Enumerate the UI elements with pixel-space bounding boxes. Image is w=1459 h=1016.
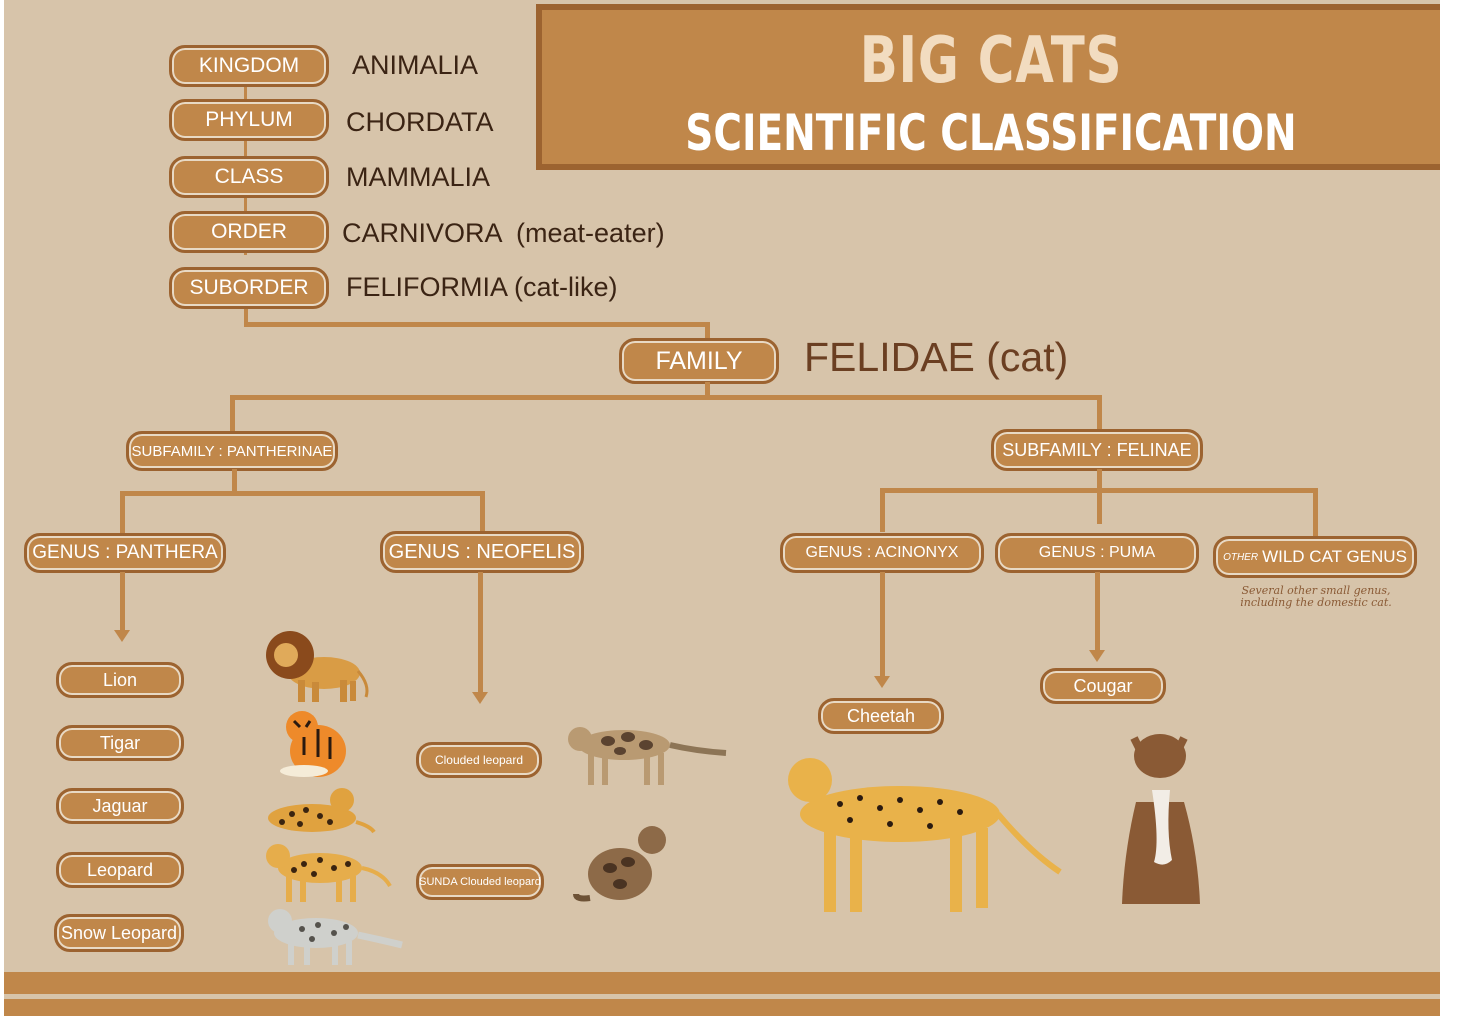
felinae-branch-drop (1097, 469, 1102, 524)
species-sunda-clouded-leopard: SUNDA Clouded leopard (416, 864, 544, 900)
acinonyx-drop-line (880, 488, 885, 532)
sunda-clouded-leopard-illustration (570, 818, 680, 910)
panthera-arrow-line (120, 572, 125, 630)
other-label: WILD CAT GENUS (1262, 547, 1407, 567)
rank-phylum: PHYLUM (169, 99, 329, 141)
species-tigar: Tigar (56, 725, 184, 761)
rank-order: ORDER (169, 211, 329, 253)
suborder-to-family-line (244, 322, 710, 327)
infographic-canvas: BIG CATS SCIENTIFIC CLASSIFICATION KINGD… (4, 0, 1440, 1016)
species-snow-leopard: Snow Leopard (54, 914, 184, 952)
species-clouded-leopard: Clouded leopard (416, 742, 542, 778)
rank-suborder: SUBORDER (169, 267, 329, 309)
pantherinae-branch-bar (120, 491, 485, 496)
genus-acinonyx: GENUS : ACINONYX (780, 533, 984, 573)
kingdom-value: ANIMALIA (352, 50, 478, 81)
neofelis-arrowhead (472, 692, 488, 704)
species-jaguar: Jaguar (56, 788, 184, 824)
neofelis-drop-line (480, 491, 485, 533)
puma-arrowhead (1089, 650, 1105, 662)
subfamily-felinae: SUBFAMILY : FELINAE (991, 429, 1203, 471)
order-value: CARNIVORA (meat-eater) (342, 218, 665, 249)
panthera-drop-line (120, 491, 125, 536)
footer-band-top (4, 972, 1440, 994)
other-genus-note: Several other small genus, including the… (1220, 585, 1412, 609)
phylum-value: CHORDATA (346, 107, 494, 138)
leopard-illustration (264, 838, 394, 908)
species-lion: Lion (56, 662, 184, 698)
tiger-illustration (274, 707, 354, 782)
jaguar-illustration (262, 782, 377, 837)
suborder-value: FELIFORMIA (cat-like) (346, 272, 618, 303)
other-prefix: OTHER (1223, 552, 1258, 563)
puma-arrow-line (1095, 572, 1100, 650)
acinonyx-arrow-line (880, 572, 885, 676)
lion-illustration (262, 625, 372, 705)
species-cougar: Cougar (1040, 668, 1166, 704)
subtitle: SCIENTIFIC CLASSIFICATION (641, 104, 1341, 162)
clouded-leopard-illustration (566, 715, 731, 793)
subfamily-pantherinae: SUBFAMILY : PANTHERINAE (126, 431, 338, 471)
other-genus-drop-line (1313, 488, 1318, 538)
genus-panthera: GENUS : PANTHERA (24, 533, 226, 573)
rank-family: FAMILY (619, 338, 779, 384)
subfamily-bar-line (230, 395, 1102, 400)
genus-puma: GENUS : PUMA (995, 533, 1199, 573)
main-title: BIG CATS (641, 24, 1341, 98)
panthera-arrowhead (114, 630, 130, 642)
rank-class: CLASS (169, 156, 329, 198)
class-value: MAMMALIA (346, 162, 490, 193)
pantherinae-drop-line (230, 395, 235, 433)
cougar-illustration (1114, 732, 1209, 912)
species-cheetah: Cheetah (818, 698, 944, 734)
species-leopard: Leopard (56, 852, 184, 888)
rank-kingdom: KINGDOM (169, 45, 329, 87)
genus-neofelis: GENUS : NEOFELIS (380, 531, 584, 573)
genus-other: OTHER WILD CAT GENUS (1213, 536, 1417, 578)
title-banner: BIG CATS SCIENTIFIC CLASSIFICATION (536, 4, 1440, 170)
felinae-drop-line (1097, 395, 1102, 431)
acinonyx-arrowhead (874, 676, 890, 688)
snow-leopard-illustration (266, 905, 411, 970)
felinae-branch-bar (880, 488, 1318, 493)
neofelis-arrow-line (478, 572, 483, 692)
footer-band-bottom (4, 999, 1440, 1016)
family-value: FELIDAE (cat) (804, 334, 1068, 381)
cheetah-illustration (780, 752, 1065, 922)
